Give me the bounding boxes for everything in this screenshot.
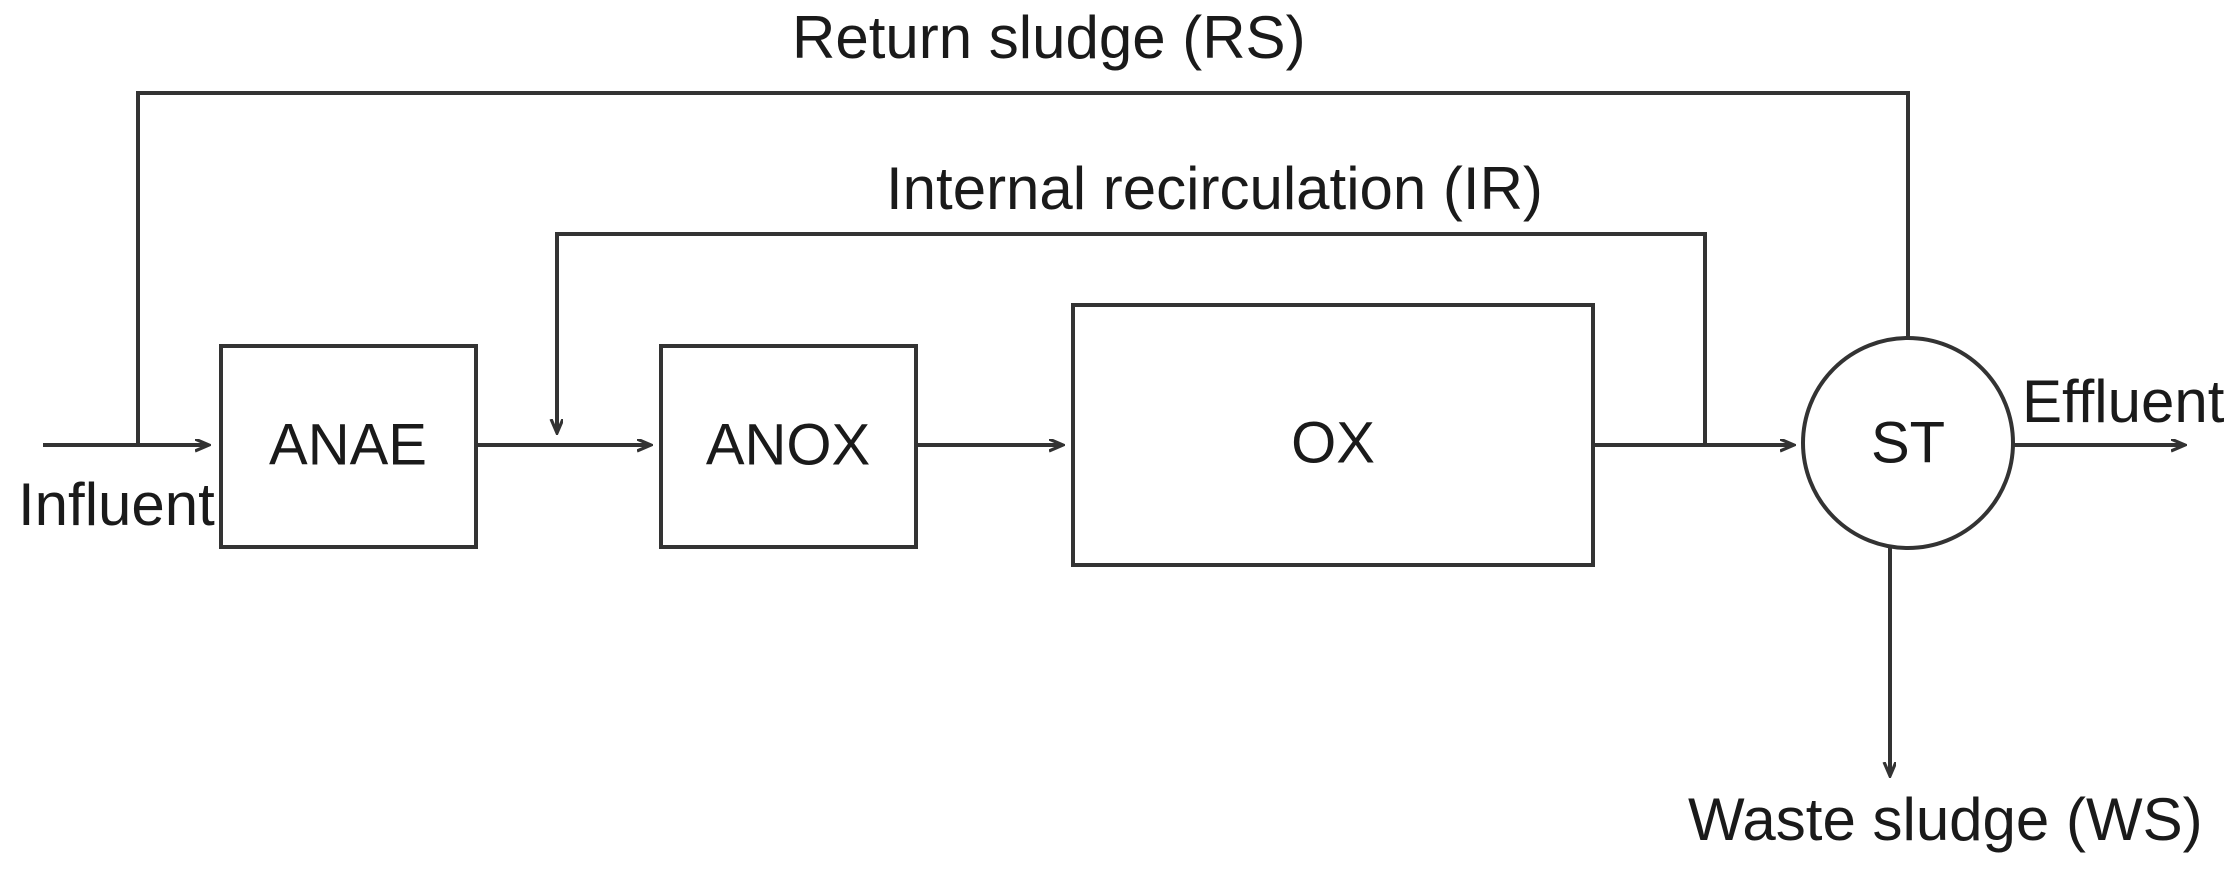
unit-ox-label: OX bbox=[1291, 410, 1375, 475]
unit-ox-box[interactable] bbox=[1071, 303, 1595, 567]
stream-label-waste-sludge: Waste sludge (WS) bbox=[1688, 786, 2203, 853]
stream-label-effluent: Effluent bbox=[2022, 368, 2225, 435]
unit-anae-box[interactable] bbox=[219, 344, 478, 549]
stream-label-internal-recirculation: Internal recirculation (IR) bbox=[886, 155, 1543, 222]
stream-label-influent: Influent bbox=[18, 471, 215, 538]
return-sludge-line bbox=[136, 91, 1910, 445]
return-sludge-stream-path bbox=[136, 91, 1910, 445]
unit-st-circle[interactable] bbox=[1801, 336, 2015, 550]
stream-label-return-sludge: Return sludge (RS) bbox=[792, 4, 1306, 71]
internal-recirculation-stream-path bbox=[557, 232, 1707, 446]
unit-anox-box[interactable] bbox=[659, 344, 918, 549]
internal-recirculation-line bbox=[557, 232, 1707, 446]
unit-st-label: ST bbox=[1871, 410, 1945, 475]
unit-anae-label: ANAE bbox=[269, 412, 427, 477]
unit-anox-label: ANOX bbox=[706, 412, 870, 477]
